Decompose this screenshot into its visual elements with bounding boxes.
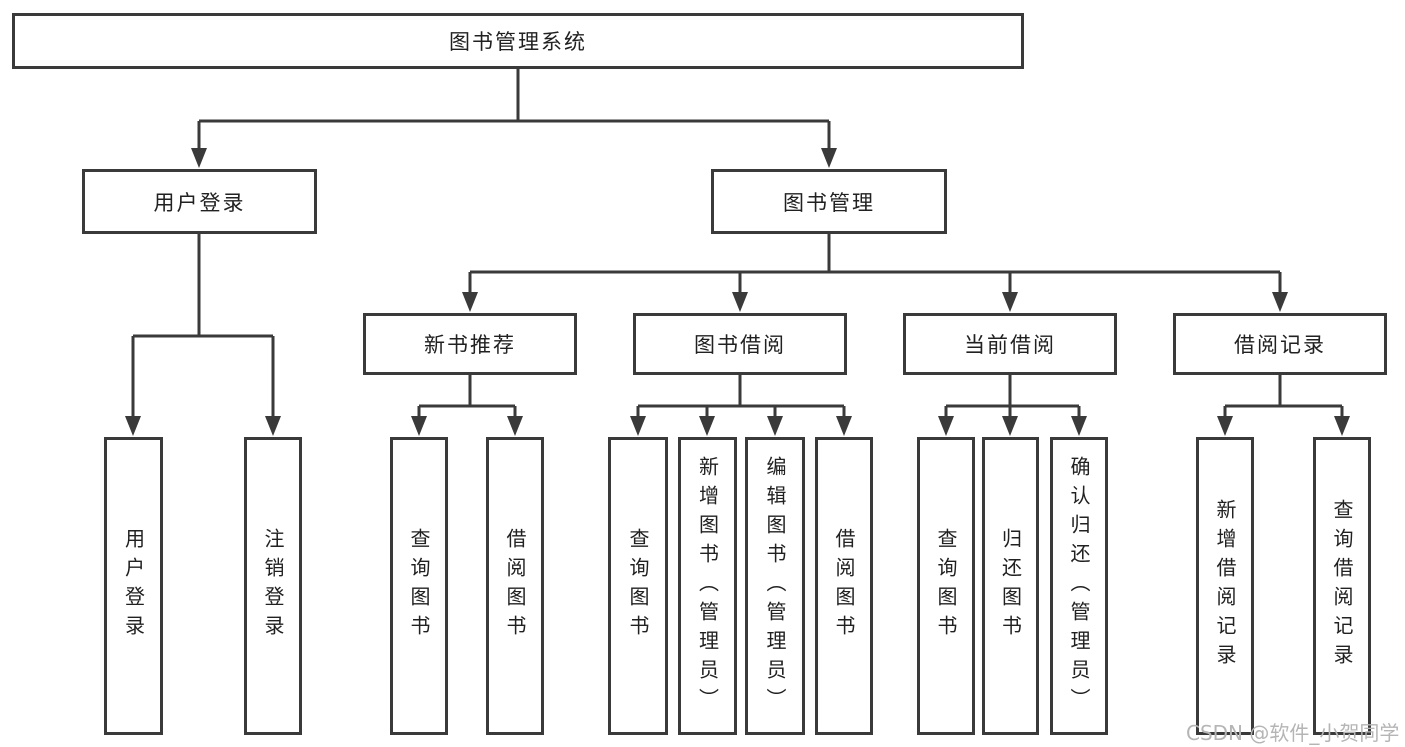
leaf-edit-books-admin: 编辑图书（管理员） xyxy=(745,437,805,735)
leaf-return-books: 归还图书 xyxy=(982,437,1039,735)
leaf-borrow-books: 借阅图书 xyxy=(815,437,873,735)
leaf-query-books-borrow: 查询图书 xyxy=(608,437,668,735)
csdn-watermark: CSDN @软件_小贺同学 xyxy=(1186,721,1400,745)
node-borrow-records: 借阅记录 xyxy=(1173,313,1387,375)
leaf-confirm-return-admin: 确认归还（管理员） xyxy=(1050,437,1108,735)
leaf-return-books-label: 归还图书 xyxy=(998,528,1023,644)
leaf-query-books-current: 查询图书 xyxy=(917,437,975,735)
leaf-borrow-books-recommend: 借阅图书 xyxy=(486,437,544,735)
leaf-borrow-books-recommend-label: 借阅图书 xyxy=(503,528,527,644)
node-new-book-recommend-label: 新书推荐 xyxy=(424,333,516,357)
leaf-add-books-admin-label: 新增图书（管理员） xyxy=(695,455,720,717)
node-current-borrow: 当前借阅 xyxy=(903,313,1117,375)
leaf-query-borrow-record-label: 查询借阅记录 xyxy=(1330,499,1354,673)
leaf-query-books-recommend: 查询图书 xyxy=(390,437,448,735)
leaf-query-books-recommend-label: 查询图书 xyxy=(407,528,431,644)
node-user-login-label: 用户登录 xyxy=(153,190,246,215)
leaf-edit-books-admin-label: 编辑图书（管理员） xyxy=(763,455,787,717)
leaf-confirm-return-admin-label: 确认归还（管理员） xyxy=(1067,455,1091,717)
node-root: 图书管理系统 xyxy=(12,13,1024,69)
leaf-add-borrow-record-label: 新增借阅记录 xyxy=(1213,499,1237,673)
leaf-add-borrow-record: 新增借阅记录 xyxy=(1196,437,1254,735)
node-book-borrow: 图书借阅 xyxy=(633,313,847,375)
node-book-borrow-label: 图书借阅 xyxy=(694,333,786,357)
leaf-logout-login-label: 注销登录 xyxy=(261,528,285,644)
leaf-query-books-current-label: 查询图书 xyxy=(934,528,958,644)
leaf-user-login-label: 用户登录 xyxy=(121,528,146,644)
node-book-management-label: 图书管理 xyxy=(783,190,875,215)
leaf-query-books-borrow-label: 查询图书 xyxy=(626,528,650,644)
node-book-management: 图书管理 xyxy=(711,169,947,234)
node-new-book-recommend: 新书推荐 xyxy=(363,313,577,375)
leaf-logout-login: 注销登录 xyxy=(244,437,302,735)
leaf-query-borrow-record: 查询借阅记录 xyxy=(1313,437,1371,735)
leaf-borrow-books-label: 借阅图书 xyxy=(832,528,856,644)
leaf-user-login: 用户登录 xyxy=(104,437,163,735)
node-user-login: 用户登录 xyxy=(82,169,317,234)
leaf-add-books-admin: 新增图书（管理员） xyxy=(678,437,737,735)
node-root-label: 图书管理系统 xyxy=(449,30,587,54)
node-borrow-records-label: 借阅记录 xyxy=(1234,333,1326,357)
node-current-borrow-label: 当前借阅 xyxy=(964,333,1056,357)
